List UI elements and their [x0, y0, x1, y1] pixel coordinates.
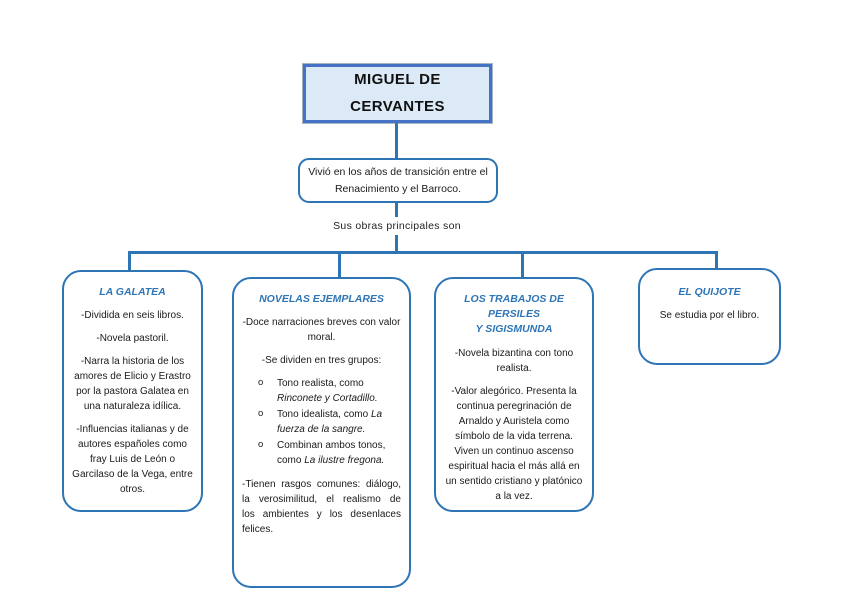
connector-drop-la-galatea: [128, 253, 131, 270]
bullet-marker: o: [258, 408, 264, 420]
paragraph: -Dividida en seis libros.: [81, 310, 184, 322]
branch-title: LOS TRABAJOS DE PERSILES Y SIGISMUNDA: [464, 293, 564, 336]
connector-horizontal-bus: [128, 251, 718, 254]
bullet-text: Tono realista, como Rinconete y Cortadil…: [277, 376, 401, 406]
paragraph: -Novela pastoril.: [96, 333, 169, 345]
branch-node-novelas-ejemplares: NOVELAS EJEMPLARES -Doce narraciones bre…: [232, 277, 411, 588]
branch-node-persiles-y-sigismunda: LOS TRABAJOS DE PERSILES Y SIGISMUNDA -N…: [434, 277, 594, 512]
paragraph: -Tienen rasgos comunes: diálogo, la vero…: [242, 479, 401, 536]
branch-title: NOVELAS EJEMPLARES: [259, 293, 384, 305]
bullet-marker: o: [258, 439, 264, 451]
branch-node-la-galatea: LA GALATEA -Dividida en seis libros. -No…: [62, 270, 203, 512]
note-node-transicion: Vivió en los años de transición entre el…: [298, 158, 498, 203]
connector-note-to-label: [395, 203, 398, 217]
bullet-item: o Tono idealista, como La fuerza de la s…: [258, 407, 401, 437]
branches-label: Sus obras principales son: [333, 220, 461, 232]
bullet-text-plain: Combinan ambos tonos, como: [277, 440, 386, 467]
branch-title: LA GALATEA: [99, 286, 166, 298]
root-node: MIGUEL DE CERVANTES: [302, 63, 493, 124]
branch-title: EL QUIJOTE: [678, 286, 741, 298]
connector-root-to-note: [395, 123, 398, 158]
paragraph: -Influencias italianas y de autores espa…: [72, 424, 193, 496]
branch-node-el-quijote: EL QUIJOTE Se estudia por el libro.: [638, 268, 781, 365]
bullet-text-plain: Tono realista, como: [277, 378, 364, 390]
bullet-text-plain: Tono idealista, como: [277, 409, 371, 421]
bullet-marker: o: [258, 377, 264, 389]
connector-label-to-bus: [395, 235, 398, 253]
paragraph: -Novela bizantina con tono realista.: [454, 347, 574, 374]
bullet-work-title: La fuerza de la sangre.: [277, 409, 383, 436]
root-node-title: MIGUEL DE CERVANTES: [350, 71, 445, 115]
paragraph: Se estudia por el libro.: [659, 310, 760, 322]
connector-drop-el-quijote: [715, 253, 718, 268]
bullet-work-title: La ilustre fregona.: [304, 455, 385, 467]
bullet-item: o Tono realista, como Rinconete y Cortad…: [258, 376, 401, 406]
bullet-work-title: Rinconete y Cortadillo.: [277, 393, 378, 405]
connector-drop-novelas-ejemplares: [338, 253, 341, 277]
connector-drop-persiles: [521, 253, 524, 277]
paragraph: -Narra la historia de los amores de Elic…: [74, 356, 191, 413]
bullet-text: Tono idealista, como La fuerza de la san…: [277, 407, 401, 437]
bullet-list: o Tono realista, como Rinconete y Cortad…: [258, 376, 401, 468]
note-text: Vivió en los años de transición entre el…: [308, 166, 488, 195]
paragraph: -Valor alegórico. Presenta la continua p…: [445, 385, 583, 502]
paragraph: -Se dividen en tres grupos:: [261, 355, 382, 367]
paragraph: -Doce narraciones breves con valor moral…: [242, 317, 401, 344]
bullet-text: Combinan ambos tonos, como La ilustre fr…: [277, 438, 401, 468]
bullet-item: o Combinan ambos tonos, como La ilustre …: [258, 438, 401, 468]
